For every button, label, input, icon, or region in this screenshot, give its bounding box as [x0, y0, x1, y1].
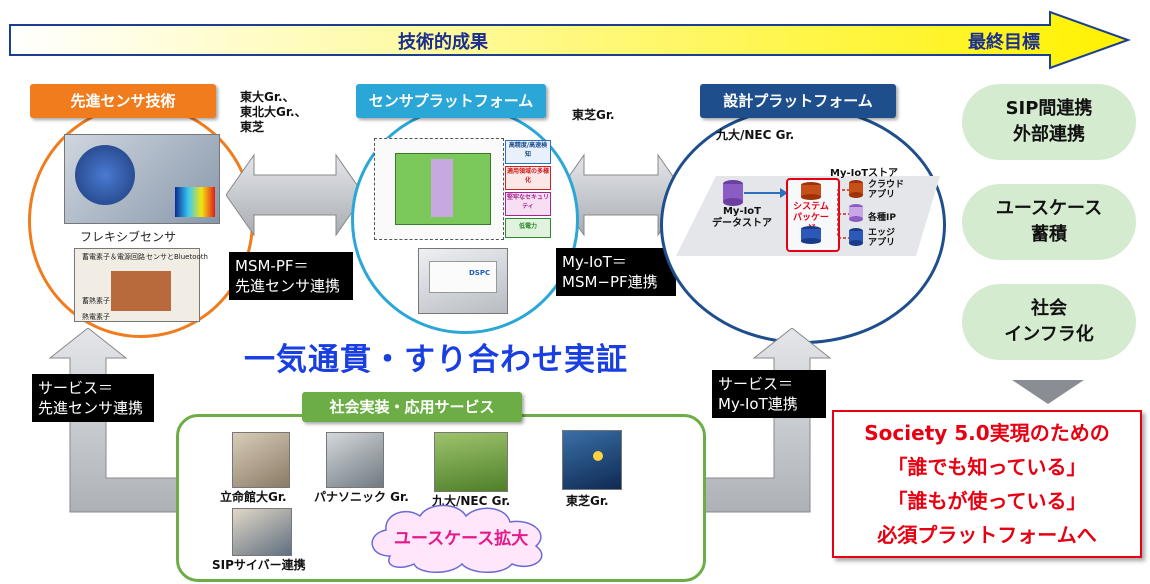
- panasonic-photo: [326, 432, 384, 488]
- datastore-to-package-arrow: [744, 188, 788, 198]
- ip-label: 各種IP: [868, 213, 896, 223]
- sip-cyber-photo: [232, 508, 292, 556]
- edge-app-icon: [849, 228, 863, 246]
- goal-use-case-accumulation: ユースケース蓄積: [962, 184, 1136, 260]
- final-goal-line-1: Society 5.0実現のための: [864, 421, 1110, 445]
- advanced-sensor-title: 先進センサ技術: [30, 84, 216, 118]
- package-db-icon-1: [801, 182, 821, 200]
- board-label-heat-storage: 蓄熱素子: [82, 297, 110, 305]
- store-title: My-IoTストア: [830, 168, 899, 179]
- sip-cyber-label: SIPサイバー連携: [212, 558, 306, 572]
- board-label-power: 蓄電素子＆電源回路: [82, 253, 145, 261]
- sensor-platform-groups: 東芝Gr.: [572, 108, 615, 122]
- social-implementation-title: 社会実装・応用サービス: [302, 392, 522, 422]
- use-case-cloud: [371, 504, 543, 573]
- edge-app-label: エッジアプリ: [868, 228, 896, 248]
- progress-arrow: [9, 10, 1131, 70]
- sensor-platform-diagram: [374, 138, 504, 240]
- arrow-left-label: 技術的成果: [398, 32, 488, 53]
- service-left-label: サービス＝先進センサ連携: [32, 374, 154, 422]
- arrow-right-label: 最終目標: [968, 32, 1040, 53]
- tag-security: 堅牢なセキュリティ: [505, 192, 551, 216]
- final-goal-line-2: 「誰でも知っている」: [887, 455, 1087, 479]
- final-goal-box: Society 5.0実現のための 「誰でも知っている」 「誰もが使っている」 …: [832, 410, 1142, 558]
- ritsumeikan-label: 立命館大Gr.: [220, 490, 287, 504]
- board-label-bluetooth: センサとBluetooth: [146, 253, 208, 261]
- service-right-label: サービス＝My-IoT連携: [712, 370, 826, 418]
- dspc-device-photo: DSPC: [418, 248, 508, 314]
- design-platform-title: 設計プラットフォーム: [700, 84, 896, 118]
- kyushu-nec-label: 九大/NEC Gr.: [432, 494, 511, 508]
- link-arrow-2: [556, 153, 686, 237]
- headline: 一気通貫・すり合わせ実証: [244, 342, 628, 378]
- panasonic-label: パナソニック Gr.: [314, 490, 409, 504]
- sensor-board-photo: [74, 248, 200, 322]
- sensor-platform-title: センサプラットフォーム: [356, 84, 546, 118]
- tag-low-power: 低電力: [505, 218, 551, 238]
- link-arrow-1: [226, 153, 364, 237]
- ritsumeikan-photo: [232, 432, 290, 488]
- toshiba-photo: [562, 430, 622, 490]
- tag-domain-diversity: 適用領域の多様化: [505, 166, 551, 190]
- my-iot-link-label: My-IoT＝MSM−PF連携: [556, 248, 676, 296]
- advanced-sensor-groups: 東大Gr.、東北大Gr.、東芝: [240, 90, 307, 134]
- tag-high-precision: 高精度/高速検知: [505, 140, 551, 164]
- ip-icon: [849, 204, 863, 222]
- dspc-label: DSPC: [469, 269, 491, 277]
- goal-social-infrastructure: 社会インフラ化: [962, 284, 1136, 360]
- design-platform-groups: 九大/NEC Gr.: [716, 128, 795, 142]
- goal-sip-collaboration: SIP間連携外部連携: [962, 84, 1136, 160]
- final-goal-line-4: 必須プラットフォームへ: [877, 523, 1097, 547]
- cloud-app-label: クラウドアプリ: [868, 180, 905, 200]
- datastore-icon: [723, 180, 743, 206]
- use-case-cloud-label: ユースケース拡大: [394, 529, 529, 549]
- flexible-sensor-photo: [64, 134, 220, 224]
- board-label-thermoelectric: 熱電素子: [82, 313, 110, 321]
- final-goal-line-3: 「誰もが使っている」: [887, 489, 1087, 513]
- flexible-sensor-caption: フレキシブセンサ: [80, 230, 177, 244]
- toshiba-label: 東芝Gr.: [566, 494, 609, 508]
- store-dashed-links: [837, 189, 850, 239]
- package-db-icon-2: [801, 226, 821, 244]
- down-triangle-icon: [1012, 380, 1084, 404]
- msm-pf-link-label: MSM-PF＝先進センサ連携: [229, 252, 353, 300]
- cloud-app-icon: [849, 180, 863, 198]
- kyushu-nec-photo: [434, 432, 508, 492]
